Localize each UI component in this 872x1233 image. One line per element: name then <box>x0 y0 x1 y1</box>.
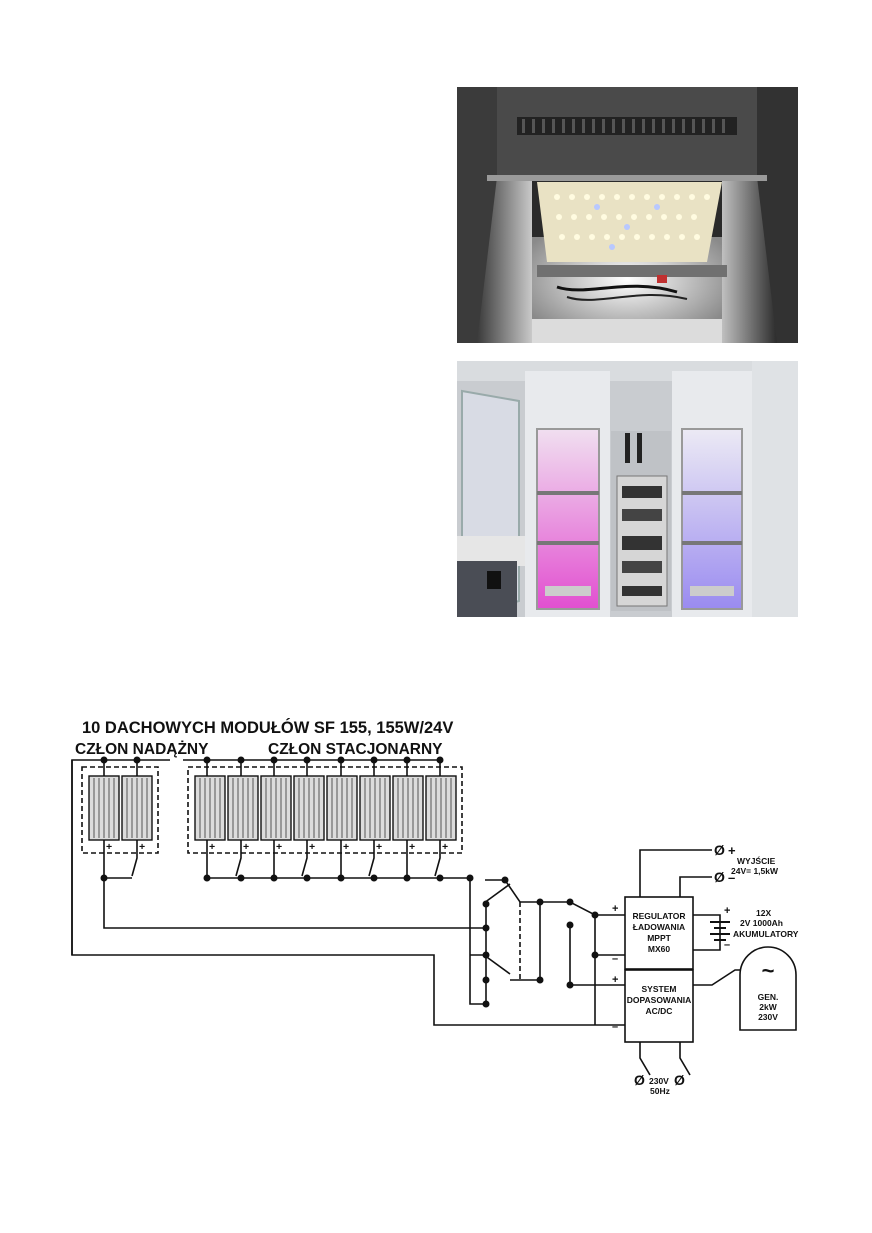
regulator-box <box>624 896 694 970</box>
svg-text:–: – <box>728 870 735 885</box>
svg-text:2kW: 2kW <box>759 1002 777 1012</box>
svg-text:+: + <box>276 841 282 853</box>
output-terminal-icon: Ø <box>714 842 725 858</box>
ac-wave-icon: ~ <box>762 958 775 983</box>
battery-icon <box>710 921 730 941</box>
system-box <box>624 969 694 1043</box>
stationary-group-box <box>187 766 463 854</box>
svg-text:230V: 230V <box>758 1012 778 1022</box>
svg-text:+: + <box>343 841 349 853</box>
svg-text:DOPASOWANIA: DOPASOWANIA <box>627 995 692 1005</box>
svg-text:REGULATOR: REGULATOR <box>632 911 685 921</box>
svg-text:SYSTEM: SYSTEM <box>642 984 677 994</box>
svg-text:2V 1000Ah: 2V 1000Ah <box>740 918 783 928</box>
svg-text:+: + <box>724 905 730 917</box>
svg-text:ŁADOWANIA: ŁADOWANIA <box>633 922 685 932</box>
svg-text:+: + <box>728 843 736 858</box>
tracking-group-box <box>81 766 159 854</box>
svg-text:AKUMULATORY: AKUMULATORY <box>733 929 799 939</box>
svg-text:230V: 230V <box>649 1076 669 1086</box>
growth-cabinets-photo <box>457 361 798 617</box>
tracking-group-label: CZŁON NADĄŻNY <box>75 741 209 758</box>
svg-text:+: + <box>309 841 315 853</box>
svg-text:+: + <box>209 841 215 853</box>
svg-text:+: + <box>612 974 618 986</box>
svg-text:50Hz: 50Hz <box>650 1086 670 1096</box>
svg-text:AC/DC: AC/DC <box>646 1006 673 1016</box>
svg-text:+: + <box>243 841 249 853</box>
svg-text:–: – <box>612 953 618 965</box>
svg-text:12X: 12X <box>756 908 771 918</box>
svg-text:–: – <box>724 939 730 951</box>
tracking-feed-line <box>71 759 170 955</box>
led-chamber-photo <box>457 87 798 343</box>
svg-text:+: + <box>376 841 382 853</box>
output-terminal-icon: Ø <box>714 869 725 885</box>
svg-text:+: + <box>442 841 448 853</box>
stationary-top-bus <box>183 759 441 776</box>
svg-text:+: + <box>106 841 112 853</box>
svg-text:+: + <box>612 903 618 915</box>
svg-text:GEN.: GEN. <box>758 992 779 1002</box>
svg-text:+: + <box>139 841 145 853</box>
generator <box>739 946 797 1031</box>
wiring-diagram: 10 DACHOWYCH MODUŁÓW SF 155, 155W/24V CZ… <box>71 718 799 1096</box>
diagram-title: 10 DACHOWYCH MODUŁÓW SF 155, 155W/24V <box>82 718 453 737</box>
svg-text:MX60: MX60 <box>648 944 670 954</box>
svg-text:–: – <box>612 1021 618 1033</box>
output-label: WYJŚCIE <box>737 855 776 866</box>
output-spec: 24V= 1,5kW <box>731 866 779 876</box>
stationary-group-label: CZŁON STACJONARNY <box>268 741 443 758</box>
svg-text:+: + <box>409 841 415 853</box>
grid-terminal-icon: Ø <box>634 1072 645 1088</box>
svg-text:MPPT: MPPT <box>647 933 671 943</box>
solar-modules <box>88 775 457 841</box>
grid-terminal-icon: Ø <box>674 1072 685 1088</box>
